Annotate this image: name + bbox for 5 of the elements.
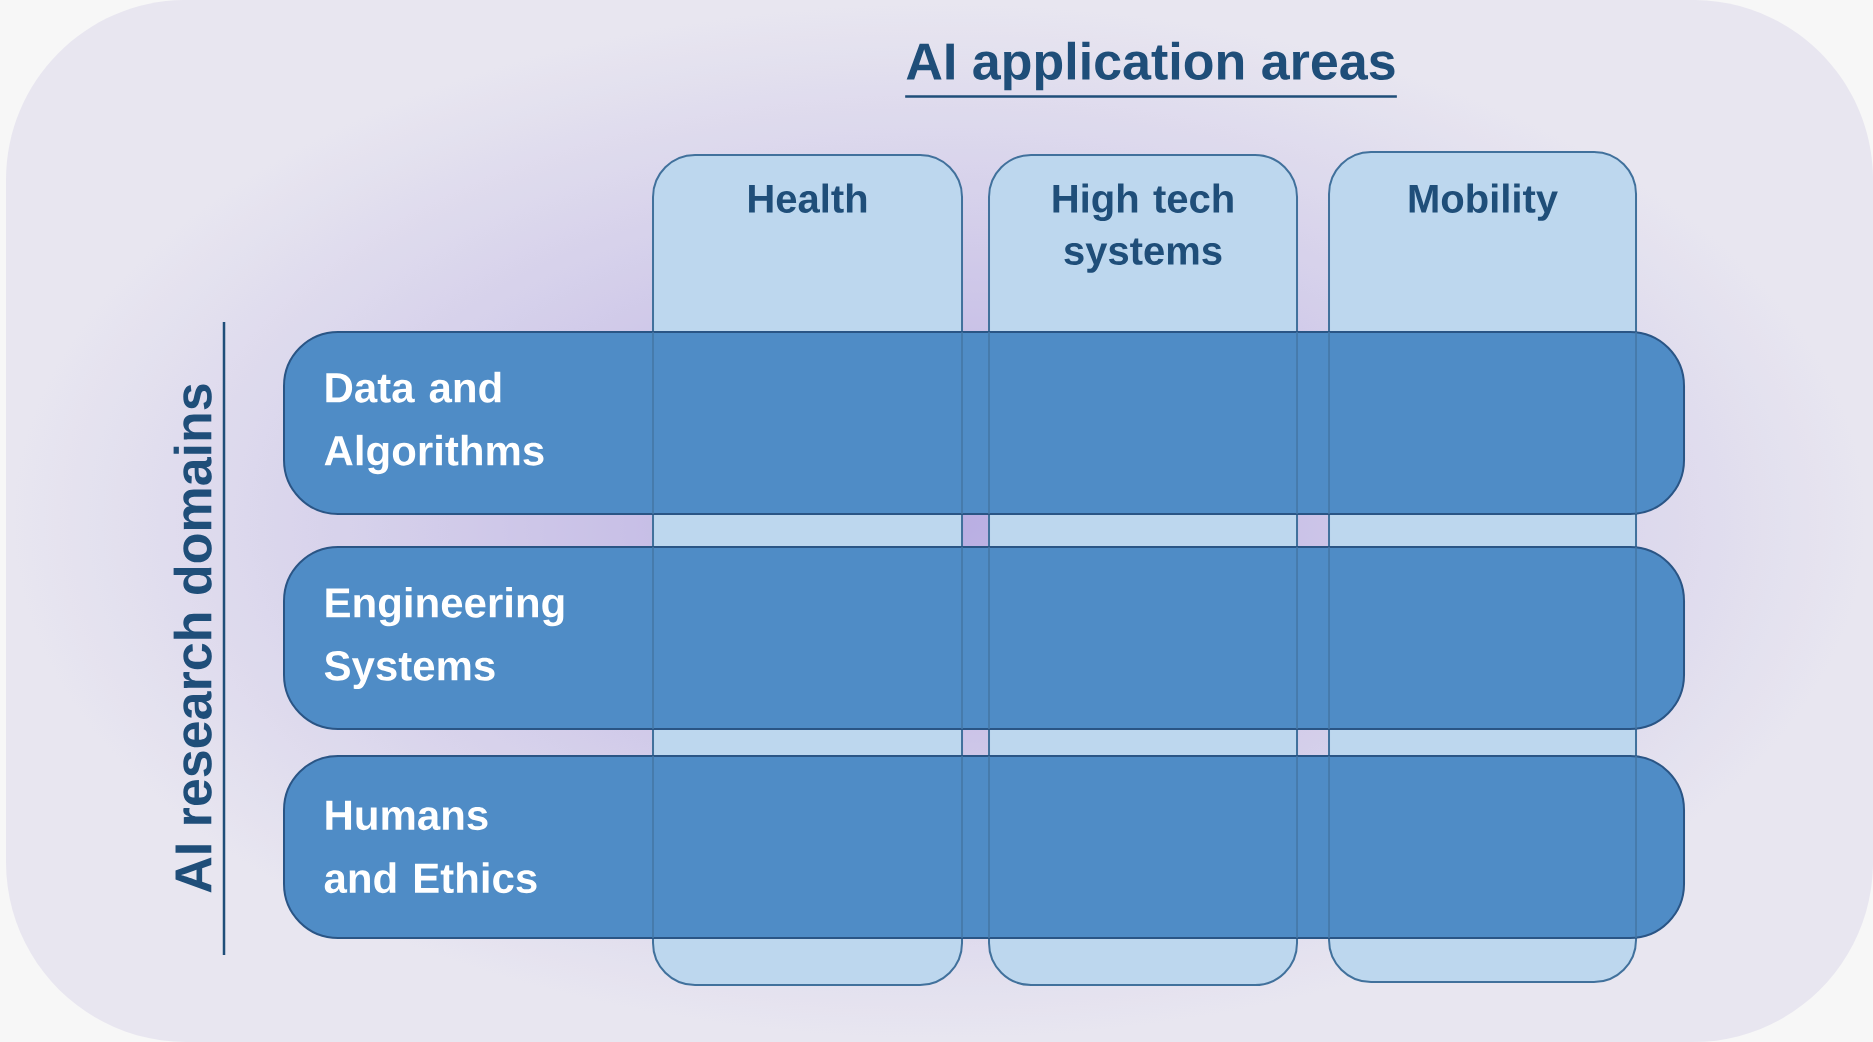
heading: AI application areas [906, 41, 1395, 91]
row-band: Engineering Systems [283, 546, 1685, 730]
row-band: Data and Algorithms [283, 331, 1685, 515]
row-band: Humans and Ethics [283, 755, 1685, 939]
vertical-heading: AI research domains [173, 322, 226, 955]
